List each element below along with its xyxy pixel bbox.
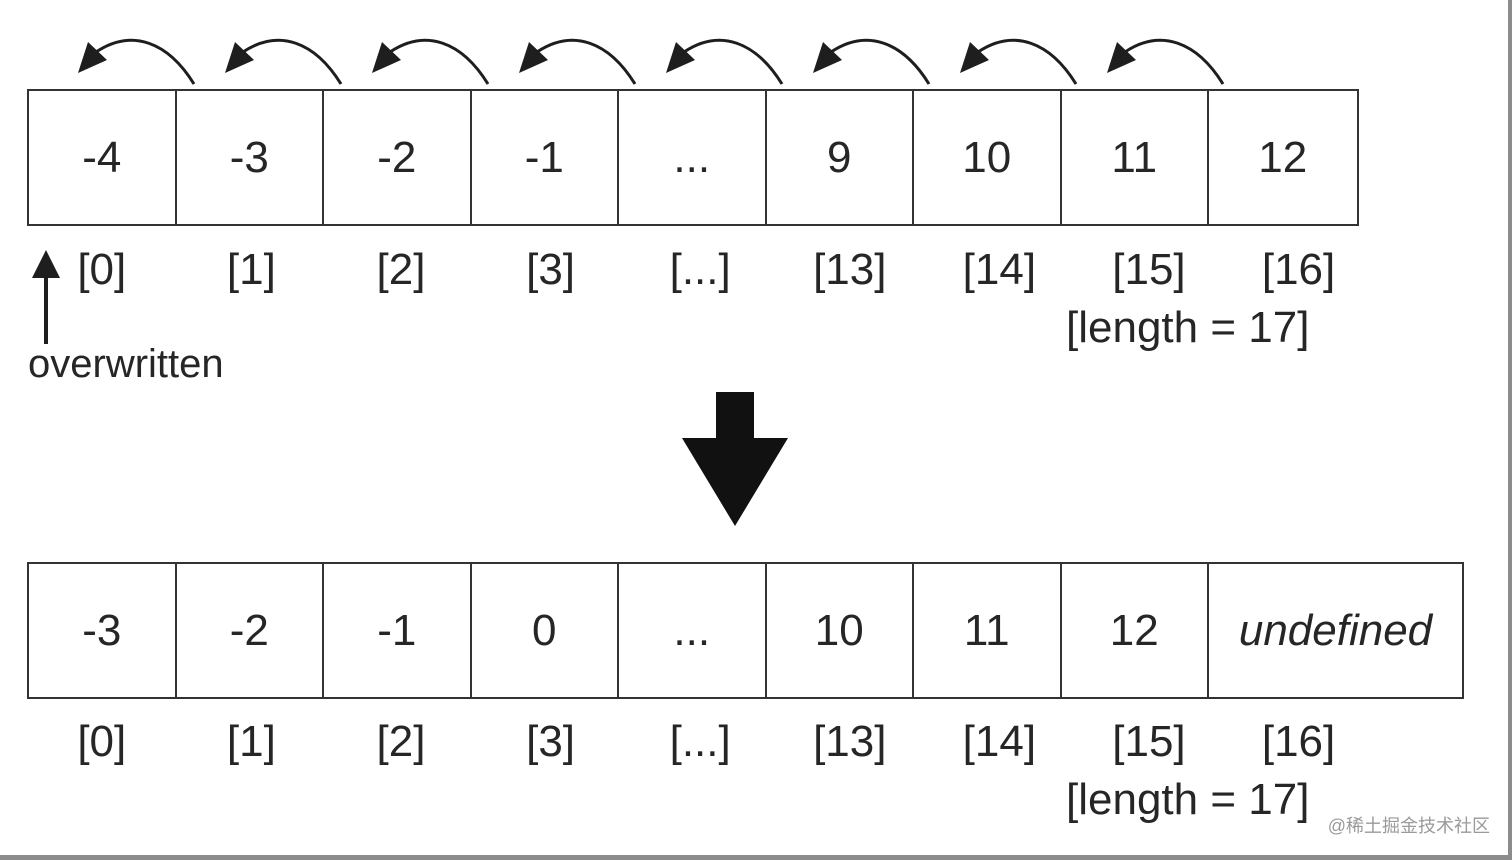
index-label: [1]	[226, 717, 276, 766]
length-label-after: [length = 17]	[1066, 775, 1310, 824]
array-before-cell: ...	[619, 91, 767, 224]
array-after-indices: [0] [1] [2] [3] [...] [13] [14] [15] [16…	[27, 716, 1373, 768]
index-label: [2]	[376, 717, 426, 766]
index-label: [1]	[226, 245, 276, 294]
shift-arrow-icon	[1107, 38, 1225, 85]
array-after-cell: 0	[472, 564, 619, 697]
array-after-cell: ...	[619, 564, 767, 697]
index-label: [...]	[669, 245, 731, 294]
frame-edge-bottom	[0, 855, 1512, 860]
overwritten-arrow-icon	[32, 250, 60, 344]
overwritten-label: overwritten	[28, 342, 224, 386]
shift-arrow-icon	[372, 38, 490, 85]
array-before-cell: 11	[1062, 91, 1209, 224]
index-label: [0]	[77, 717, 127, 766]
down-arrow-icon	[682, 392, 788, 526]
array-after-cell: -3	[29, 564, 177, 697]
array-after-cell-undefined: undefined	[1238, 605, 1433, 655]
array-before-cell: -1	[472, 91, 619, 224]
shift-arrow-icon	[225, 38, 343, 85]
watermark: @稀土掘金技术社区	[1327, 816, 1490, 836]
array-after-cell: 11	[914, 564, 1062, 697]
length-label-before: [length = 17]	[1066, 303, 1310, 352]
index-label: [15]	[1112, 245, 1186, 294]
array-after: -3 -2 -1 0 ... 10 11 12 undefined	[27, 562, 1464, 699]
shift-arrow-icon	[813, 38, 931, 85]
array-before-cell: -4	[29, 91, 177, 224]
shift-arrow-icon	[78, 38, 196, 85]
index-label: [14]	[962, 245, 1037, 294]
index-label: [15]	[1112, 717, 1186, 766]
array-before-cell: 9	[767, 91, 914, 224]
index-label: [13]	[813, 245, 887, 294]
array-before-cell: -2	[324, 91, 472, 224]
shift-arrow-icon	[519, 38, 637, 85]
index-label: [13]	[813, 717, 887, 766]
array-before-cell: 10	[914, 91, 1062, 224]
array-after-cell: 10	[767, 564, 914, 697]
array-before-cell: -3	[177, 91, 324, 224]
index-label: [16]	[1261, 245, 1336, 294]
array-after-cell: -1	[324, 564, 472, 697]
array-after-cell: -2	[177, 564, 324, 697]
index-label: [3]	[526, 245, 576, 294]
shift-arrow-icon	[960, 38, 1078, 85]
array-after-cell: 12	[1062, 564, 1209, 697]
index-label: [...]	[669, 717, 731, 766]
shift-arrow-icon	[666, 38, 784, 85]
index-label: [16]	[1261, 717, 1336, 766]
index-label: [2]	[376, 245, 426, 294]
array-before-cell: 12	[1258, 132, 1308, 182]
frame-edge-right	[1508, 0, 1512, 860]
index-label: [14]	[962, 717, 1037, 766]
index-label: [0]	[77, 245, 127, 294]
index-label: [3]	[526, 717, 576, 766]
array-before-indices: [0] [1] [2] [3] [...] [13] [14] [15] [16…	[27, 244, 1373, 296]
array-before: -4 -3 -2 -1 ... 9 10 11 12	[27, 89, 1359, 226]
